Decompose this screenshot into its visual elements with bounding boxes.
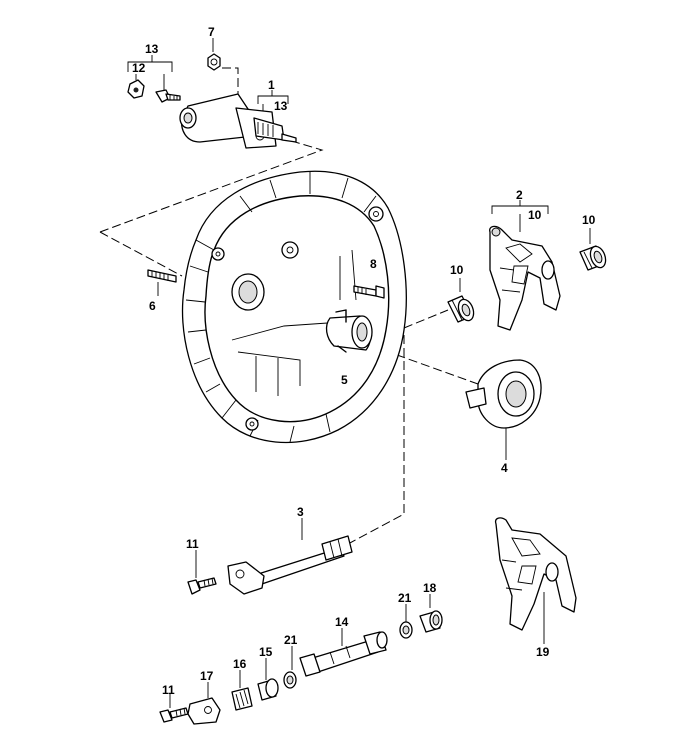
release-bearing-part-4	[465, 359, 542, 429]
release-shaft-part-3	[227, 535, 353, 595]
slave-cylinder	[179, 93, 297, 149]
callout-10-right: 10	[582, 213, 596, 227]
callout-17: 17	[200, 669, 214, 683]
callout-7: 7	[208, 25, 215, 39]
callout-16: 16	[233, 657, 247, 671]
callout-3: 3	[297, 505, 304, 519]
callout-5: 5	[341, 373, 348, 387]
callout-10-bracket: 10	[528, 208, 542, 222]
callout-18: 18	[423, 581, 437, 595]
callout-12: 12	[132, 61, 146, 75]
callout-15: 15	[259, 645, 273, 659]
clutch-housing	[181, 170, 407, 444]
stud-part-6	[147, 269, 177, 283]
bearing-part-16	[231, 687, 253, 711]
callout-2: 2	[516, 188, 523, 202]
bolt-part-8	[353, 285, 385, 299]
release-fork-part-2	[489, 225, 561, 331]
ring-part-21-lower	[283, 671, 297, 689]
callout-13-prime: 13	[274, 99, 288, 113]
ring-part-21-upper	[399, 621, 413, 639]
bolt-part-11-lower	[159, 707, 189, 723]
lever-part-17	[187, 697, 221, 725]
guide-sleeve-part-5	[325, 309, 373, 353]
bleeder-screw-parts	[127, 79, 181, 103]
callout-14: 14	[335, 615, 349, 629]
release-fork-part-19	[494, 517, 577, 631]
nut-part-7	[207, 53, 221, 71]
bushing-part-18	[419, 610, 443, 633]
callout-6: 6	[149, 299, 156, 313]
callout-4: 4	[501, 461, 508, 475]
bushing-part-10-middle	[447, 295, 475, 323]
callout-11-upper: 11	[186, 537, 199, 551]
callout-10-middle: 10	[450, 263, 464, 277]
callout-labels: 1 13 13 12 7 2 10 10 10 6 8 5 4 3 11 11 …	[132, 25, 596, 697]
callout-21-upper: 21	[398, 591, 412, 605]
bushing-part-15	[257, 678, 279, 701]
callout-11-lower: 11	[162, 683, 175, 697]
callout-8: 8	[370, 257, 377, 271]
callout-19: 19	[536, 645, 550, 659]
callout-13-upper: 13	[145, 42, 159, 56]
bushing-part-10-right	[579, 245, 607, 271]
bolt-part-11-upper	[187, 577, 217, 595]
callout-1: 1	[268, 78, 275, 92]
callout-21-lower: 21	[284, 633, 298, 647]
shaft-part-14	[299, 631, 388, 677]
